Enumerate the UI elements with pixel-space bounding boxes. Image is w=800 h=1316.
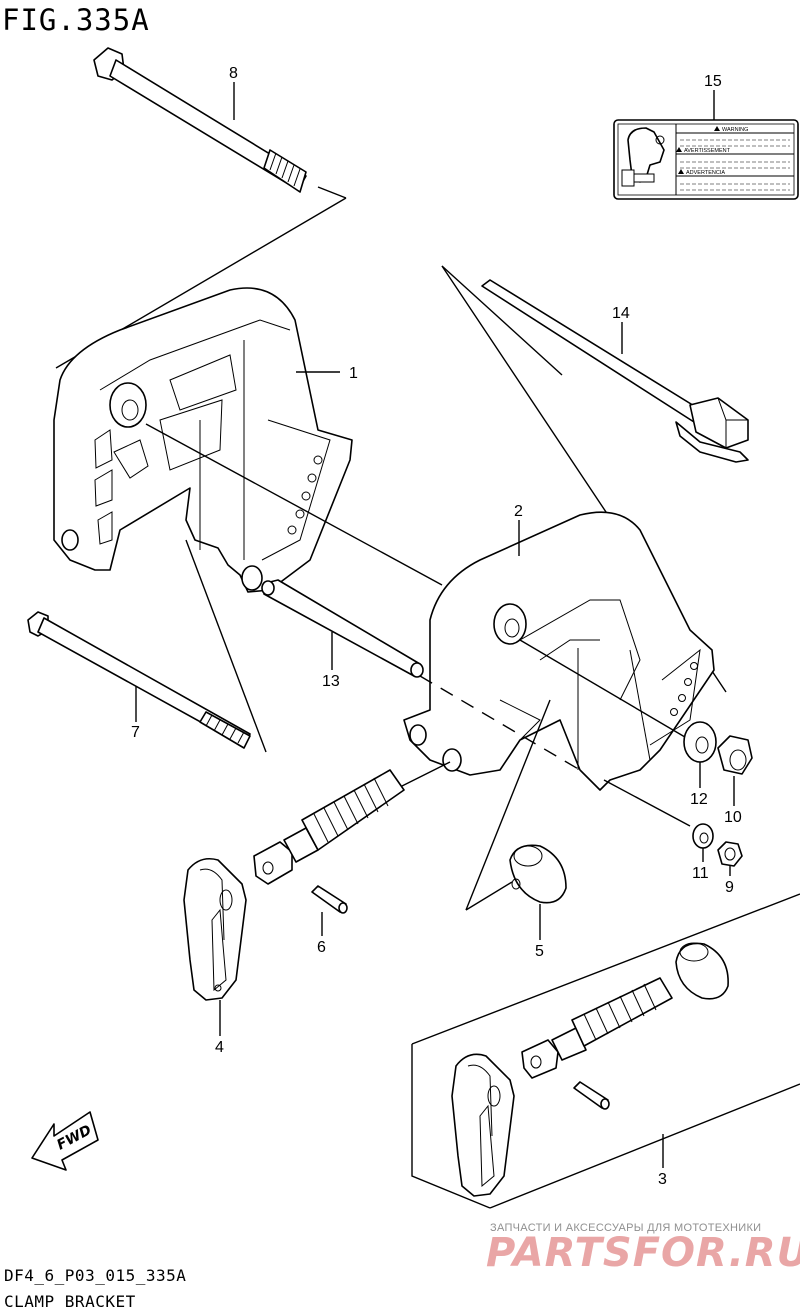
guide-line: [185, 539, 267, 753]
guide-line: [401, 761, 451, 787]
part-2-clamp-bracket: [403, 511, 715, 791]
guide-line: [465, 699, 551, 911]
callout-7: 7: [131, 724, 140, 741]
part-5-swivel-pad: [509, 844, 567, 904]
label-advertencia-text: ADVERTENCIA: [686, 170, 725, 176]
label-avertissement-text: AVERTISSEMENT: [684, 148, 731, 154]
figure-code: DF4_6_P03_015_335A: [4, 1266, 187, 1285]
callout-14: 14: [612, 305, 630, 322]
part-14-rod: [481, 279, 749, 463]
part-7-bolt: [27, 611, 251, 749]
part-4-handle: [183, 857, 247, 1001]
part-6-pin: [311, 885, 348, 914]
callout-8: 8: [229, 65, 238, 82]
guide-line: [419, 675, 581, 771]
guide-line: [465, 881, 513, 911]
guide-line: [145, 423, 443, 586]
callout-13: 13: [322, 673, 340, 690]
callout-2: 2: [514, 503, 523, 520]
guide-line: [519, 639, 691, 741]
part-13-pin: [261, 579, 424, 678]
fwd-arrow-icon: FWD: [31, 1111, 99, 1171]
callout-9: 9: [725, 879, 734, 896]
callout-6: 6: [317, 939, 326, 956]
part-3-assembly: [411, 893, 800, 1209]
callout-15: 15: [704, 73, 722, 90]
clamp-screw: [253, 769, 405, 885]
part-8-bolt: [93, 47, 307, 193]
callout-11: 11: [692, 865, 709, 882]
callout-10: 10: [724, 809, 742, 826]
watermark-logo: PARTSFOR.RU: [486, 1230, 800, 1276]
part-15-caution-label: WARNING AVERTISSEMENT ADVERTENCIA: [613, 119, 799, 200]
part-9-nut: [717, 841, 743, 867]
watermark-tagline: ЗАПЧАСТИ И АКСЕССУАРЫ ДЛЯ МОТОТЕХНИКИ: [490, 1222, 762, 1234]
part-1-clamp-bracket: [53, 287, 353, 593]
label-warning-text: WARNING: [722, 127, 748, 133]
callout-leaders: [135, 82, 735, 1168]
part-11-washer: [692, 823, 714, 849]
part-10-nut: [717, 735, 753, 775]
callout-4: 4: [215, 1039, 224, 1056]
callout-5: 5: [535, 943, 544, 960]
callout-12: 12: [690, 791, 708, 808]
figure-title: FIG.335A: [2, 3, 150, 37]
callout-3: 3: [658, 1171, 667, 1188]
warning-triangle-icon: [678, 169, 684, 174]
part-12-washer: [683, 721, 717, 763]
guide-line: [317, 186, 347, 199]
guide-line: [603, 779, 691, 827]
figure-caption: CLAMP BRACKET: [4, 1292, 136, 1311]
callout-1: 1: [349, 365, 358, 382]
warning-triangle-icon: [714, 126, 720, 131]
warning-triangle-icon: [676, 147, 682, 152]
guide-line: [441, 265, 563, 376]
